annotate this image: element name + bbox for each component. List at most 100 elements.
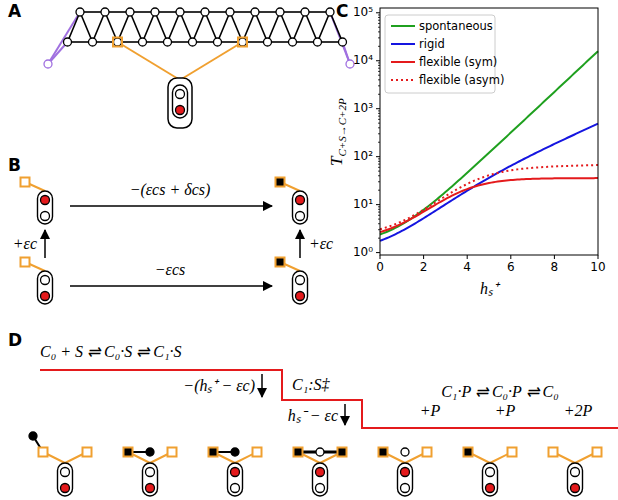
catalyst-state xyxy=(296,292,305,301)
y-minor-tick xyxy=(378,68,380,69)
y-minor-tick xyxy=(378,123,380,124)
binding-site xyxy=(21,258,30,267)
y-tick xyxy=(376,108,380,109)
tether xyxy=(118,42,181,80)
transition-arrow xyxy=(70,205,272,207)
y-minor-tick xyxy=(378,110,380,111)
y-tick xyxy=(376,204,380,205)
lattice-node xyxy=(276,8,284,16)
substrate-atom xyxy=(146,448,154,456)
math-label: +2P xyxy=(564,402,593,420)
catalyst-state xyxy=(401,468,410,477)
pendant-frame xyxy=(168,78,192,128)
y-minor-tick xyxy=(378,85,380,86)
y-minor-tick xyxy=(378,94,380,95)
catalyst-state xyxy=(401,484,410,493)
y-tick xyxy=(376,60,380,61)
y-minor-tick xyxy=(378,65,380,66)
y-tick xyxy=(376,156,380,157)
binding-site xyxy=(549,448,558,457)
y-minor-tick xyxy=(378,17,380,18)
binding-site xyxy=(379,448,388,457)
lattice-node xyxy=(189,38,197,46)
binding-site xyxy=(238,38,247,47)
energy-arrow xyxy=(261,374,263,397)
y-minor-tick xyxy=(378,127,380,128)
y-minor-tick xyxy=(378,142,380,143)
axis-label-part: T xyxy=(327,156,346,165)
lattice-node xyxy=(201,8,209,16)
y-minor-tick xyxy=(378,75,380,76)
catalyst-capsule xyxy=(568,463,583,496)
legend-text: flexible (sym) xyxy=(419,56,497,69)
y-minor-tick xyxy=(378,79,380,80)
lattice-bond xyxy=(80,12,93,42)
energy-arrow xyxy=(344,404,346,425)
y-minor-tick xyxy=(378,175,380,176)
cycle-panel xyxy=(21,178,308,305)
binding-site xyxy=(124,448,133,457)
lattice-node xyxy=(176,8,184,16)
lattice-node xyxy=(64,38,72,46)
y-minor-tick xyxy=(378,31,380,32)
substrate-atom xyxy=(29,432,37,440)
data-curve xyxy=(380,124,598,241)
y-minor-tick xyxy=(378,62,380,63)
y-minor-tick xyxy=(378,219,380,220)
legend-text: spontaneous xyxy=(419,20,493,33)
binding-site xyxy=(464,448,473,457)
tick-label: 2 xyxy=(420,261,428,274)
legend-sample xyxy=(391,79,415,81)
lattice-node xyxy=(239,38,247,46)
y-minor-tick xyxy=(378,23,380,24)
lattice-node xyxy=(126,8,134,16)
lattice-bond xyxy=(180,12,193,42)
binding-site xyxy=(83,448,92,457)
lattice-node xyxy=(226,8,234,16)
legend-text: flexible (asym) xyxy=(419,74,504,87)
lattice-bond xyxy=(305,12,318,42)
lattice-bond xyxy=(293,12,306,42)
lattice-bond xyxy=(143,12,156,42)
y-minor-tick xyxy=(378,164,380,165)
y-minor-tick xyxy=(378,27,380,28)
panel-label: A xyxy=(8,2,21,21)
binding-site xyxy=(593,448,602,457)
catalyst-state xyxy=(296,212,305,221)
y-minor-tick xyxy=(378,215,380,216)
y-minor-tick xyxy=(378,119,380,120)
y-minor-tick xyxy=(378,113,380,114)
y-minor-tick xyxy=(378,133,380,134)
lattice-node xyxy=(214,38,222,46)
catalyst-state xyxy=(486,468,495,477)
catalyst-capsule xyxy=(398,463,413,496)
panel-label: B xyxy=(8,156,21,175)
catalyst-state xyxy=(231,468,240,477)
lattice-bond xyxy=(205,12,218,42)
catalyst-state xyxy=(571,484,580,493)
lattice-bond xyxy=(93,12,106,42)
catalyst-state xyxy=(176,90,185,99)
catalyst-capsule xyxy=(228,463,243,496)
x-tick xyxy=(598,255,599,259)
catalyst-capsule xyxy=(38,271,53,304)
data-curve xyxy=(380,178,598,232)
catalyst-state xyxy=(61,468,70,477)
y-minor-tick xyxy=(378,71,380,72)
y-minor-tick xyxy=(378,223,380,224)
lattice-bond xyxy=(218,12,231,42)
tick-label: 10⁵ xyxy=(353,6,373,19)
tick-label: 10⁴ xyxy=(353,54,373,67)
legend-sample xyxy=(391,43,415,45)
lattice-bond xyxy=(318,12,331,42)
tick-label: 4 xyxy=(463,261,471,274)
anchor-node xyxy=(44,60,52,68)
binding-site xyxy=(209,448,218,457)
catalyst-state xyxy=(41,212,50,221)
panel-label: C xyxy=(336,2,348,21)
lattice-node xyxy=(326,8,334,16)
lattice-bond xyxy=(155,12,168,42)
legend-sample xyxy=(391,25,415,27)
math-label: −(εcs + δcs) xyxy=(130,181,211,199)
